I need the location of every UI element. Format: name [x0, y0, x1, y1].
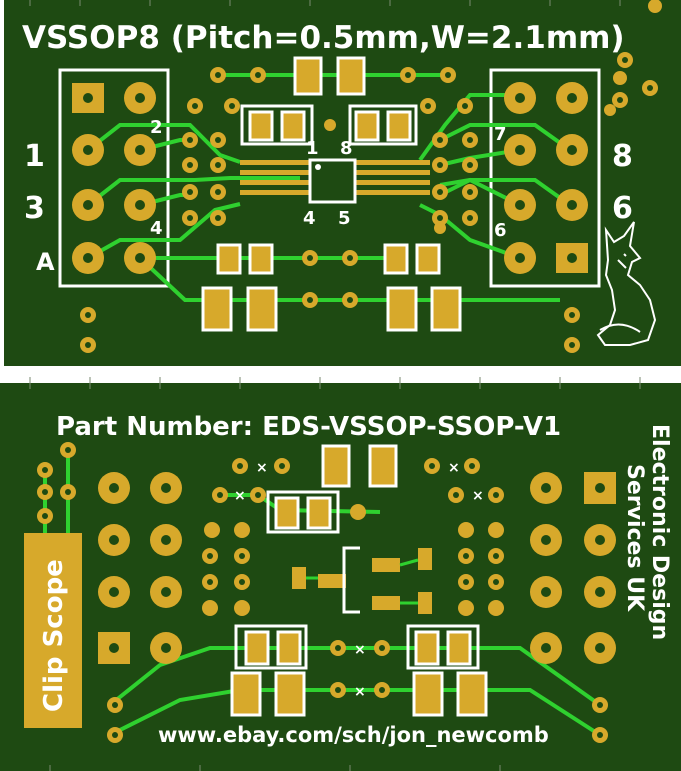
ic-label-pin-8: 8: [340, 138, 353, 159]
x-mark: ×: [354, 684, 366, 700]
fox-logo-icon: [596, 221, 657, 346]
clip-scope-label: Clip Scope: [39, 559, 69, 712]
bottom-via-holes: [42, 447, 603, 738]
bottom-vias: [37, 442, 608, 743]
label-pin-7: 7: [494, 124, 507, 145]
x-mark: ×: [256, 460, 268, 476]
bottom-left-th-pads: [98, 472, 182, 664]
top-via-holes: [85, 57, 653, 348]
ic-label-pin-4: 4: [303, 208, 316, 229]
bottom-smd-pads: [230, 444, 488, 717]
bottom-small-pads: [292, 548, 432, 614]
ic-pin1-dot: [315, 164, 321, 170]
x-mark: ×: [472, 488, 484, 504]
label-pin-1: 1: [24, 139, 45, 174]
bottom-board: Part Number: EDS-VSSOP-SSOP-V1 Clip Scop…: [0, 377, 681, 771]
label-pin-8: 8: [612, 139, 633, 174]
x-mark: ×: [448, 460, 460, 476]
top-board: VSSOP8 (Pitch=0.5mm,W=2.1mm): [4, 0, 681, 366]
part-number-label: Part Number: EDS-VSSOP-SSOP-V1: [56, 412, 561, 442]
label-pin-4: 4: [150, 218, 163, 239]
top-pad-frames: [240, 104, 418, 146]
label-pin-6: 6: [612, 191, 633, 226]
label-pin-3: 3: [24, 191, 45, 226]
top-board-title: VSSOP8 (Pitch=0.5mm,W=2.1mm): [22, 20, 625, 56]
bottom-small-traces: [306, 558, 419, 605]
bottom-right-th-pads: [530, 472, 616, 664]
ic-label-pin-1: 1: [306, 138, 319, 159]
left-header-pads: [72, 82, 156, 274]
ic-label-pin-5: 5: [338, 208, 351, 229]
x-mark: ×: [354, 642, 366, 658]
bottom-pad-frames: [234, 490, 480, 670]
top-board-edge-ticks: [29, 0, 621, 6]
clip-scope-tag: [24, 533, 82, 728]
x-mark: ×: [234, 488, 246, 504]
label-pin-2: 2: [150, 117, 163, 138]
bottom-board-edge-ticks: [29, 377, 641, 771]
website-label: www.ebay.com/sch/jon_newcomb: [158, 723, 549, 747]
ic-pin-fingers: [240, 160, 430, 195]
company-name-label: Electronic Design: [647, 424, 672, 640]
company-name-label-line2: Services UK: [622, 464, 647, 612]
label-pin-a: A: [36, 248, 55, 276]
right-header-pads: [504, 82, 588, 274]
label-pin-6-small: 6: [494, 220, 507, 241]
top-smd-pads: [201, 56, 462, 332]
